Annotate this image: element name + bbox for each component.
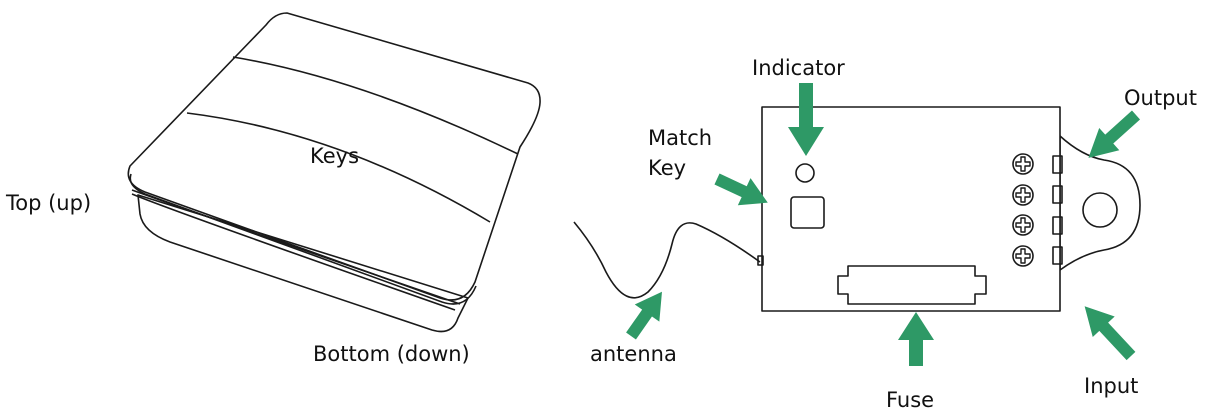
mounting-hole [1082,192,1118,228]
input-label: Input [1084,374,1139,398]
fuse-arrow [898,312,934,366]
match-key-arrow [714,173,768,206]
terminal-slot [1052,185,1063,204]
key-divider [232,56,519,155]
remote-top-face-edge [129,173,477,305]
output-label: Output [1124,86,1197,110]
match-key-button [790,196,825,229]
remote-layer-edge [131,193,456,311]
match-key-label-line2: Key [648,156,687,180]
antenna-label: antenna [590,342,677,366]
output-arrow [1088,110,1141,158]
remote-bottom-shell [137,194,469,333]
remote-top-face [127,12,541,301]
screw-terminal [1012,184,1034,206]
fuse-holder [837,265,987,305]
screw-terminal [1012,245,1034,267]
indicator-led [795,163,815,183]
indicator-arrow [788,83,824,156]
remote-control [127,12,541,333]
mounting-ear [1059,135,1141,271]
antenna-wire [573,221,761,299]
fuse-label: Fuse [886,388,935,412]
antenna-arrow [626,291,662,340]
bottom-label: Bottom (down) [313,342,470,366]
match-key-label-line1: Match [648,126,713,150]
screw-terminal [1012,214,1034,236]
keys-label: Keys [310,144,360,168]
terminal-slot [1052,246,1063,265]
key-divider [186,112,491,223]
terminal-slot [1052,216,1063,235]
input-arrow [1084,306,1136,361]
terminal-slot [1052,155,1063,174]
top-label: Top (up) [6,191,92,215]
indicator-label: Indicator [752,56,845,80]
screw-terminal [1012,153,1034,175]
